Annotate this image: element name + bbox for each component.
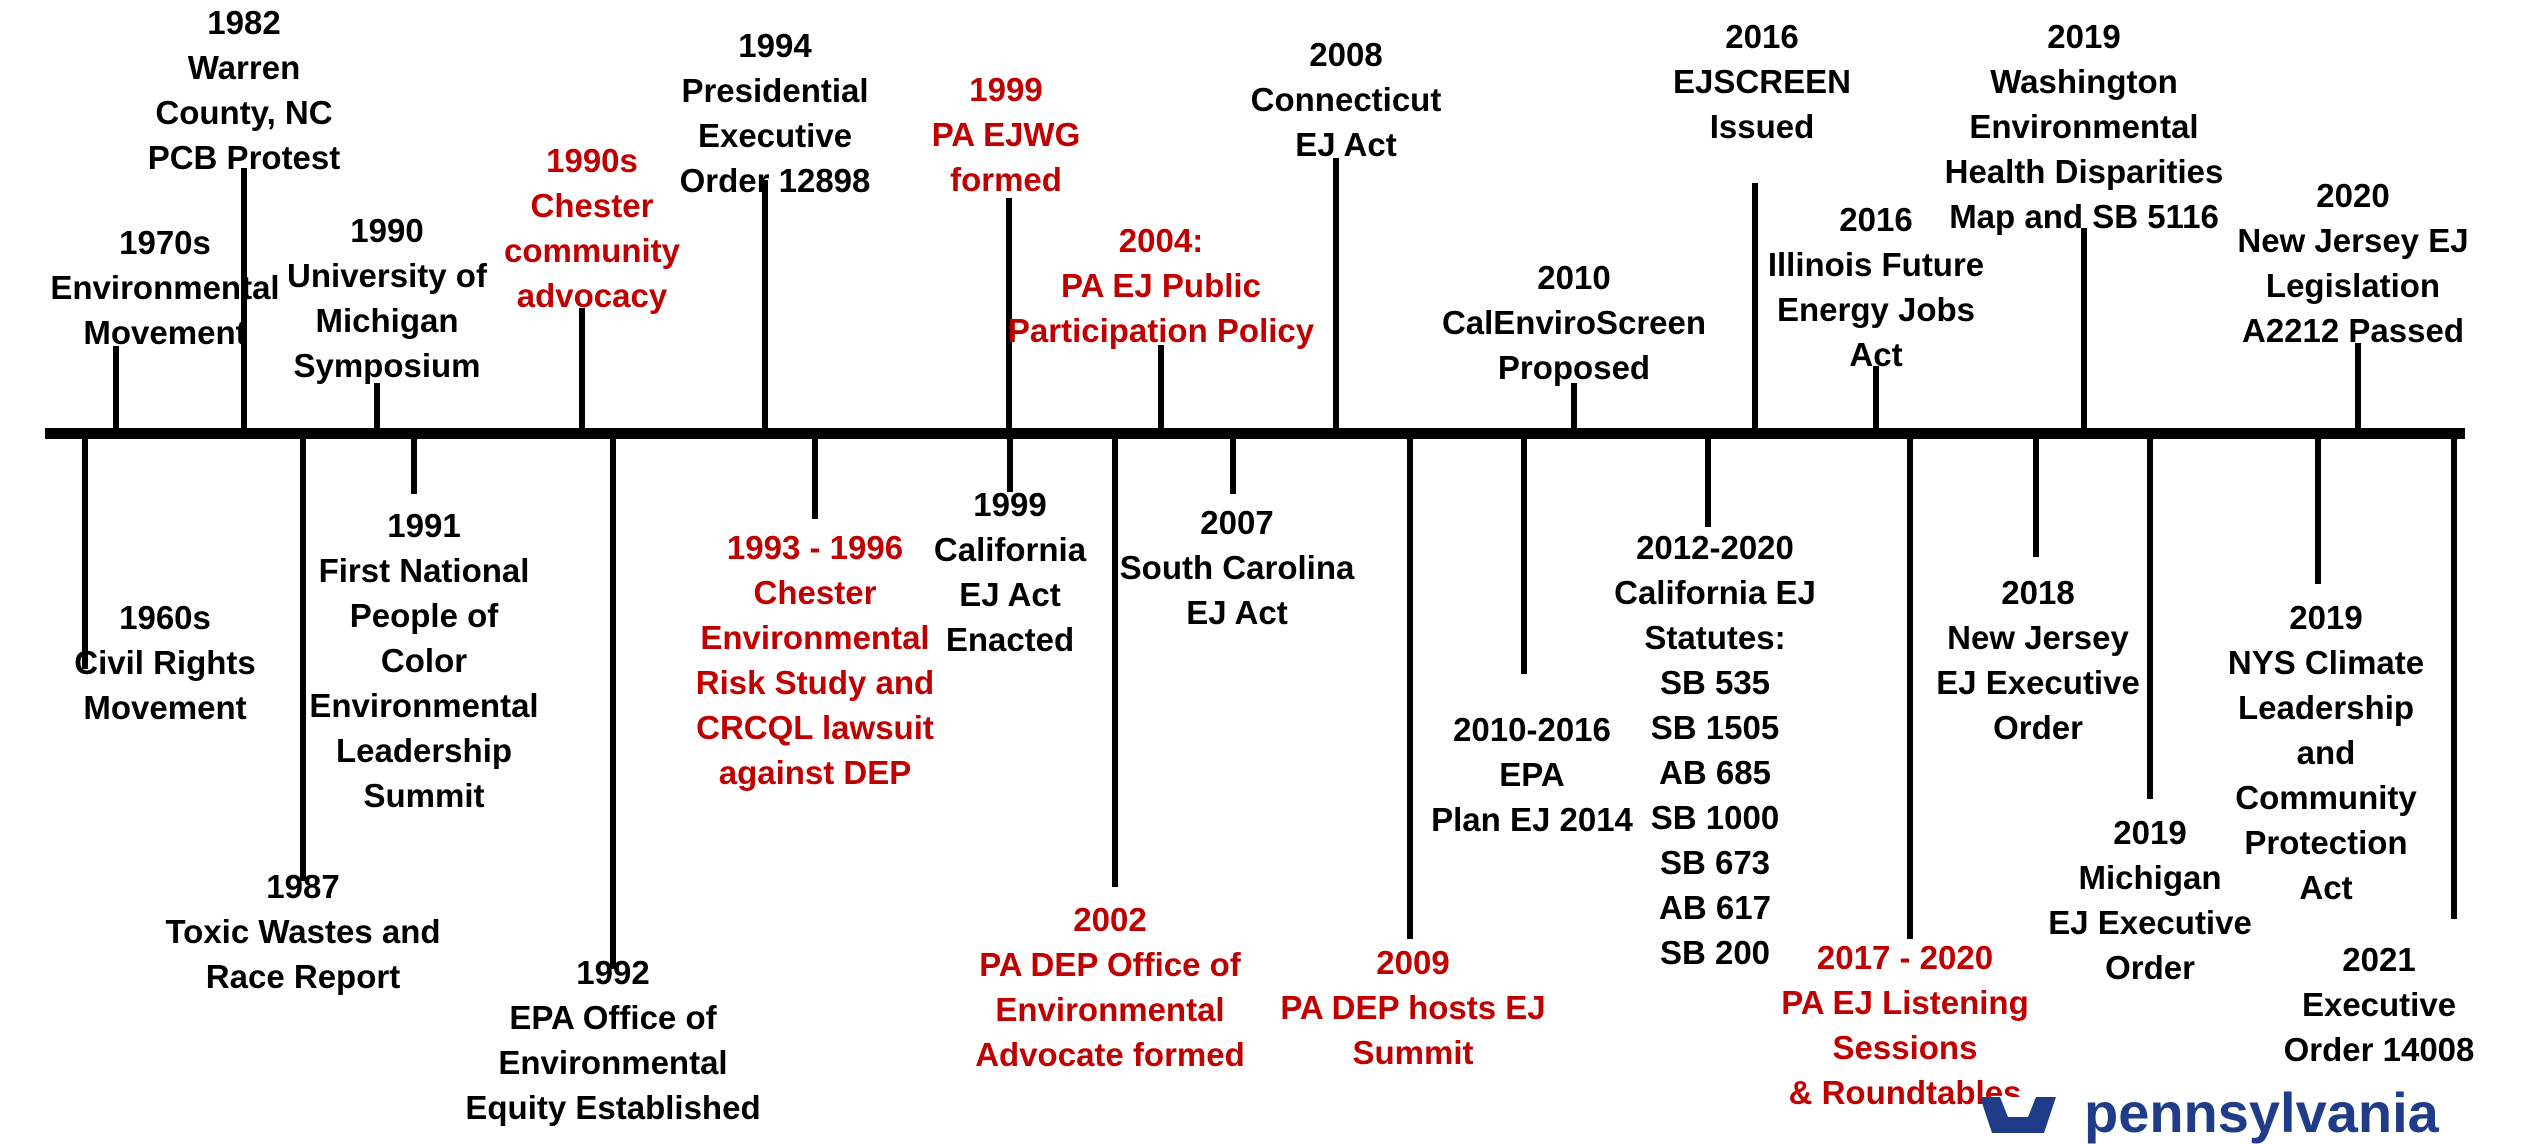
event-label: 1999 California EJ Act Enacted	[933, 486, 1087, 658]
event-label: 2010-2016 EPA Plan EJ 2014	[1431, 711, 1633, 838]
event-tick	[113, 346, 119, 428]
event-tick	[374, 383, 380, 428]
event-label: 2016 EJSCREEN Issued	[1673, 18, 1851, 145]
event-label: 1991 First National People of Color Envi…	[309, 507, 539, 814]
event-tick	[610, 439, 616, 969]
event-tick	[2081, 228, 2087, 428]
event-label: 2017 - 2020 PA EJ Listening Sessions & R…	[1781, 939, 2029, 1111]
event-label: 2021 Executive Order 14008	[2283, 941, 2475, 1068]
event-tick	[241, 168, 247, 428]
event-tick	[2315, 439, 2321, 584]
event-label: 2020 New Jersey EJ Legislation A2212 Pas…	[2237, 177, 2469, 349]
event-label: 2019 Michigan EJ Executive Order	[2048, 814, 2252, 986]
event-label: 2019 Washington Environmental Health Dis…	[1944, 18, 2224, 235]
event-label: 2009 PA DEP hosts EJ Summit	[1280, 944, 1546, 1071]
event-tick	[411, 439, 417, 494]
event-label: 2010 CalEnviroScreen Proposed	[1441, 259, 1707, 386]
event-label: 2012-2020 California EJ Statutes: SB 535…	[1614, 529, 1816, 971]
event-tick	[1407, 439, 1413, 939]
event-tick	[300, 439, 306, 881]
event-tick	[1752, 183, 1758, 428]
event-tick	[2355, 343, 2361, 428]
event-label: 1999 PA EJWG formed	[931, 71, 1081, 198]
timeline-axis	[45, 428, 2465, 439]
event-label: 2008 Connecticut EJ Act	[1250, 36, 1442, 163]
event-tick	[1705, 439, 1711, 527]
event-label: 1994 Presidential Executive Order 12898	[679, 27, 871, 199]
event-tick	[1158, 345, 1164, 428]
event-label: 1990 University of Michigan Symposium	[287, 212, 487, 384]
event-tick	[82, 439, 88, 669]
event-tick	[1230, 439, 1236, 494]
event-label: 1987 Toxic Wastes and Race Report	[165, 868, 441, 995]
event-tick	[1521, 439, 1527, 674]
event-label: 1990s Chester community advocacy	[503, 142, 681, 314]
logo-wordmark: pennsylvania	[2084, 1081, 2439, 1144]
event-tick	[1907, 439, 1913, 939]
event-tick	[1006, 198, 1012, 428]
pennsylvania-logo: pennsylvania	[1970, 1085, 2439, 1141]
event-tick	[1873, 366, 1879, 428]
event-label: 1960s Civil Rights Movement	[74, 599, 256, 726]
keystone-logo-icon	[1970, 1093, 2066, 1133]
event-tick	[1007, 439, 1013, 492]
event-label: 2018 New Jersey EJ Executive Order	[1936, 574, 2140, 746]
event-tick	[1112, 439, 1118, 887]
event-tick	[2451, 439, 2457, 919]
event-label: 2016 Illinois Future Energy Jobs Act	[1767, 201, 1985, 373]
event-tick	[1571, 383, 1577, 428]
event-label: 2004: PA EJ Public Participation Policy	[1007, 222, 1315, 349]
event-tick	[812, 439, 818, 519]
event-label: 1982 Warren County, NC PCB Protest	[147, 4, 341, 176]
event-tick	[1333, 158, 1339, 428]
event-label: 1992 EPA Office of Environmental Equity …	[465, 954, 761, 1126]
event-tick	[2147, 439, 2153, 799]
event-label: 2002 PA DEP Office of Environmental Advo…	[975, 901, 1245, 1073]
event-label: 2019 NYS Climate Leadership and Communit…	[2227, 599, 2425, 906]
event-label: 2007 South Carolina EJ Act	[1119, 504, 1355, 631]
event-tick	[762, 180, 768, 428]
event-label: 1993 - 1996 Chester Environmental Risk S…	[695, 529, 935, 791]
event-tick	[2033, 439, 2039, 557]
event-tick	[579, 308, 585, 428]
